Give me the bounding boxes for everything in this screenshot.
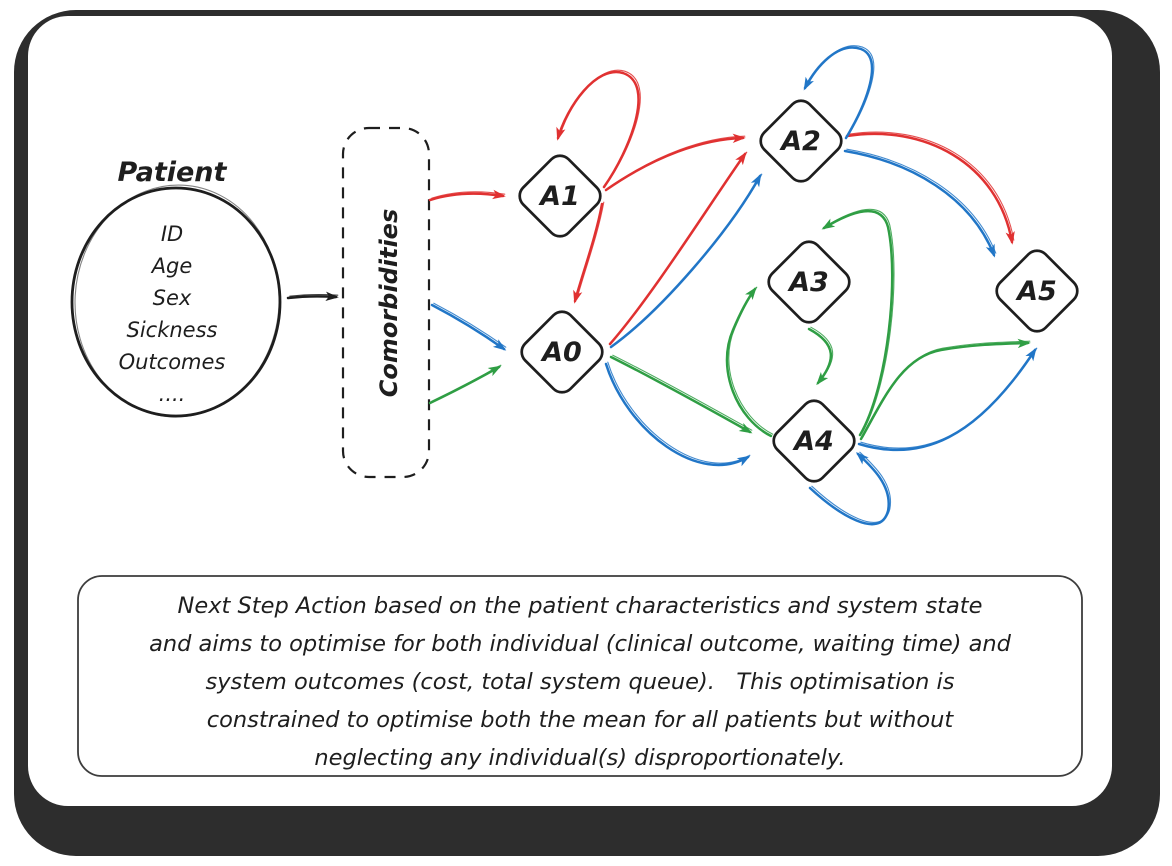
comorbidities-label: Comorbidities [375, 209, 403, 398]
patient-attribute: Sickness [127, 318, 218, 342]
arrow-a2-self-loop [803, 45, 875, 140]
patient-attribute: Age [150, 254, 193, 278]
arrow-line [609, 173, 762, 349]
arrow-line [821, 209, 894, 437]
arrow-a4-to-a3-left [725, 286, 774, 438]
node-A5: A5 [995, 249, 1079, 333]
arrow-line [286, 291, 339, 301]
comorbidities-rect [341, 126, 431, 479]
arrow-a4-to-a5-blue [857, 347, 1038, 452]
arrow-a3-to-a4 [807, 326, 834, 386]
node-label: A3 [787, 267, 829, 298]
arrow-comorbidities-to-a0-blue [430, 302, 507, 351]
arrow-line [556, 70, 640, 189]
arrows-layer [286, 45, 1038, 526]
node-diamond [518, 154, 602, 238]
arrow-line [608, 151, 747, 346]
arrow-line [859, 338, 1031, 441]
arrow-line [573, 202, 604, 304]
caption-line: and aims to optimise for both individual… [149, 631, 1012, 657]
arrow-comorbidities-to-a0-green [428, 364, 502, 405]
arrow-line [807, 327, 833, 386]
arrow-a2-to-a5-red [845, 131, 1015, 245]
arrow-line [428, 365, 502, 405]
node-diamond [995, 249, 1079, 333]
node-label: A0 [540, 337, 582, 368]
arrow-sketch-echo [846, 148, 997, 254]
patient-attribute: Sex [153, 286, 192, 310]
arrow-line [803, 46, 874, 140]
node-diamond [767, 240, 851, 324]
arrow-line [843, 149, 996, 258]
arrow-sketch-echo [612, 354, 753, 431]
arrow-line [604, 133, 746, 192]
arrow-line [857, 347, 1037, 452]
node-diamond [759, 99, 843, 183]
arrow-a0-to-a4-blue [604, 361, 751, 467]
arrow-a1-self-loop [556, 69, 641, 189]
node-label: A5 [1015, 276, 1057, 307]
patient-ellipse [70, 186, 282, 418]
arrow-a1-to-a2 [604, 133, 746, 192]
caption-line: neglecting any individual(s) disproporti… [314, 745, 845, 771]
node-label: A4 [792, 426, 834, 457]
caption-line: system outcomes (cost, total system queu… [205, 669, 954, 695]
arrow-a4-to-a3-top [821, 208, 895, 437]
patient-attribute: ID [161, 222, 183, 246]
arrow-patient-to-comorbidities [286, 291, 339, 301]
caption-box: Next Step Action based on the patient ch… [77, 575, 1083, 777]
arrow-a4-to-a5-green [859, 338, 1031, 441]
arrow-line [604, 362, 751, 467]
arrow-line [808, 452, 890, 526]
arrow-a0-to-a2-blue [609, 173, 763, 349]
arrow-a4-self-loop [808, 451, 892, 526]
caption-text: Next Step Action based on the patient ch… [149, 593, 1012, 771]
node-A1: A1 [518, 154, 602, 238]
arrow-sketch-echo [811, 451, 892, 523]
patient-attribute: .... [159, 382, 186, 406]
node-A2: A2 [759, 99, 843, 183]
arrow-a2-to-a5-blue [843, 148, 997, 258]
node-A0: A0 [520, 310, 604, 394]
patient-title: Patient [118, 157, 228, 188]
arrow-a1-to-a0 [573, 201, 605, 304]
comorbidities-box: Comorbidities [341, 126, 431, 479]
arrow-line [430, 303, 507, 351]
node-label: A1 [538, 181, 580, 212]
arrow-line [845, 132, 1015, 245]
arrow-comorbidities-to-a1 [428, 189, 506, 202]
caption-line: constrained to optimise both the mean fo… [207, 707, 955, 733]
arrow-a0-to-a2-red [608, 151, 748, 346]
node-A3: A3 [767, 240, 851, 324]
caption-rect [77, 575, 1083, 777]
caption-line: Next Step Action based on the patient ch… [178, 593, 983, 619]
node-diamond [772, 399, 856, 483]
arrow-line [725, 286, 773, 438]
arrow-line [609, 355, 753, 434]
patient-ellipse-sketch-echo [74, 184, 280, 418]
arrow-a0-to-a4-green [609, 354, 753, 434]
patient-shape: Patient ID AgeSexSicknessOutcomes.... [70, 157, 282, 418]
node-diamond [520, 310, 604, 394]
node-A4: A4 [772, 399, 856, 483]
arrow-sketch-echo [848, 131, 1015, 241]
arrow-line [428, 189, 506, 202]
patient-attribute-list: ID AgeSexSicknessOutcomes.... [119, 222, 226, 406]
node-label: A2 [779, 126, 821, 157]
patient-attribute: Outcomes [119, 350, 226, 374]
arrow-sketch-echo [607, 361, 751, 464]
